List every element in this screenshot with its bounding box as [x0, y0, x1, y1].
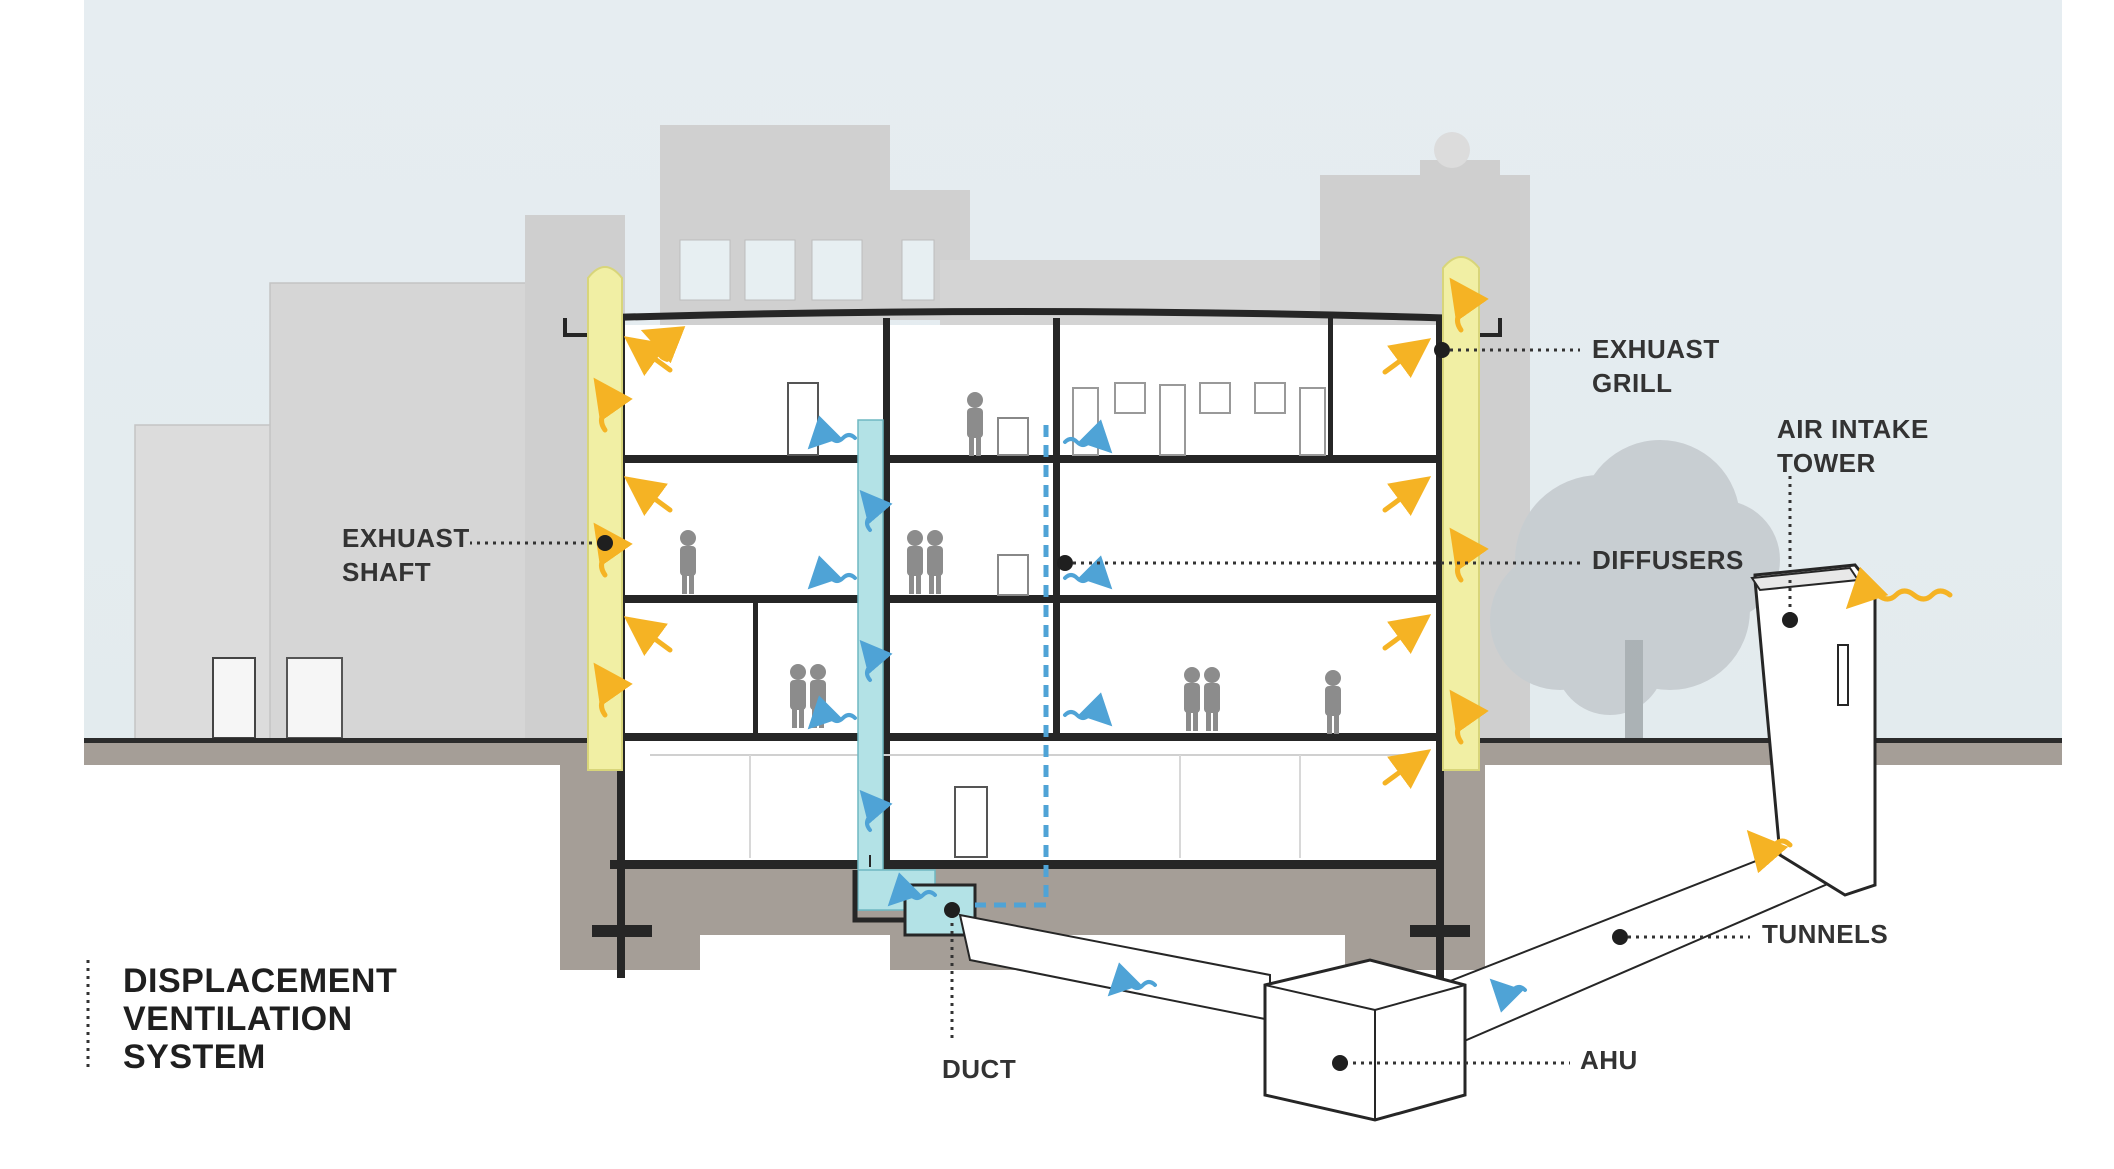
label-exhaust-shaft-line1: EXHUAST — [342, 523, 470, 553]
leader-dots — [597, 342, 1798, 1071]
label-diffusers: DIFFUSERS — [1592, 545, 1744, 575]
title-line-1: DISPLACEMENT — [123, 962, 397, 1000]
label-duct: DUCT — [942, 1054, 1016, 1084]
ahu-box — [1263, 958, 1467, 1122]
leader-lines — [86, 348, 1792, 1070]
label-tunnels: TUNNELS — [1762, 919, 1888, 949]
label-exhaust-grill-line1: EXHUAST — [1592, 334, 1720, 364]
tree — [1490, 440, 1780, 740]
air-intake-tower — [1750, 563, 1877, 897]
label-ahu: AHU — [1580, 1045, 1638, 1075]
people — [680, 392, 1341, 734]
title-line-3: SYSTEM — [123, 1038, 266, 1076]
label-air-intake-line2: TOWER — [1777, 448, 1876, 478]
building-section — [563, 308, 1502, 978]
exhaust-arrows — [593, 277, 1953, 874]
label-exhaust-shaft-line2: SHAFT — [342, 557, 431, 587]
supply-arrows — [807, 415, 1527, 1013]
exhaust-shaft-right — [1442, 256, 1480, 771]
label-exhaust-grill-line2: GRILL — [1592, 368, 1673, 398]
dashed-supply-riser — [975, 425, 1049, 908]
label-air-intake-line1: AIR INTAKE — [1777, 414, 1929, 444]
title-line-2: VENTILATION — [123, 1000, 353, 1038]
